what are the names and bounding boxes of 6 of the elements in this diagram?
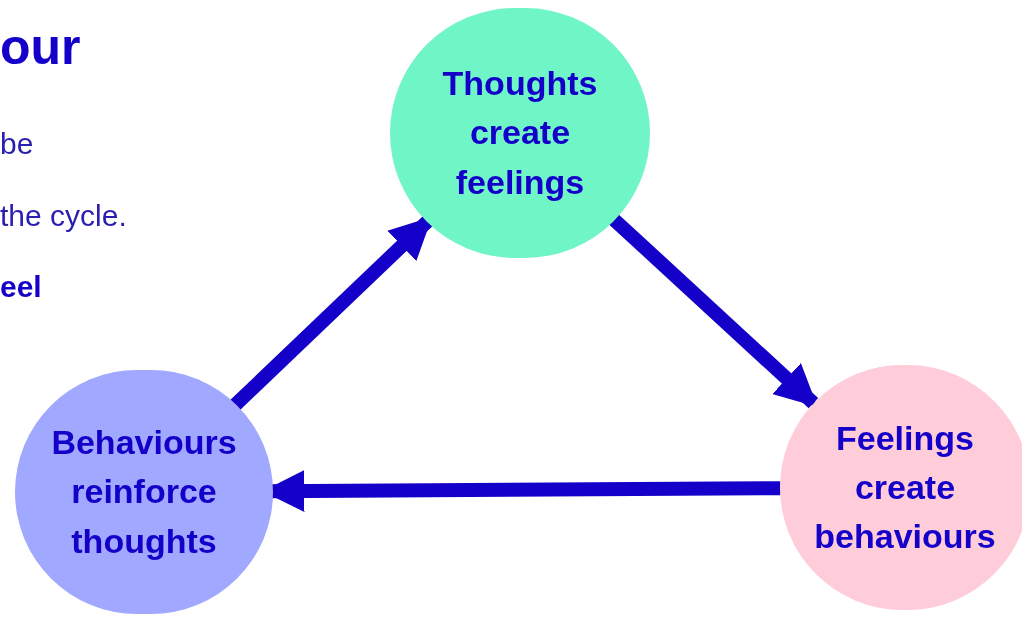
heading: our — [0, 22, 81, 72]
arrow — [228, 215, 433, 412]
text-fragment: eel — [0, 269, 42, 305]
arrow — [608, 213, 819, 409]
text-fragment: be — [0, 126, 34, 162]
text-fragment: the cycle. — [0, 198, 127, 234]
